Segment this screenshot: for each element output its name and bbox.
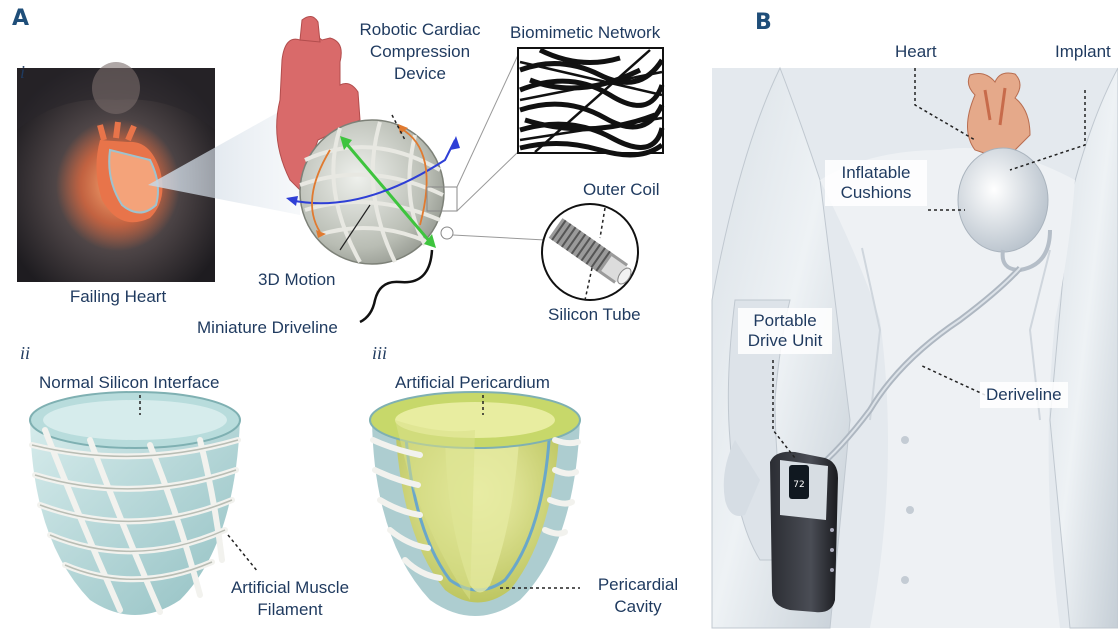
implant-label: Implant: [1055, 42, 1111, 62]
panel-a-letter: A: [12, 6, 29, 31]
3d-motion-label: 3D Motion: [258, 270, 335, 290]
inflatable-cushions-line1: Inflatable: [831, 163, 921, 183]
inflatable-cushions-line2: Cushions: [831, 183, 921, 203]
pericardial-cavity-label-line2: Cavity: [583, 597, 693, 617]
portable-drive-unit: 72: [770, 452, 838, 613]
device-label-line3: Device: [350, 64, 490, 84]
inflatable-cushions-label: Inflatable Cushions: [825, 160, 927, 206]
outer-coil-label: Outer Coil: [583, 180, 660, 200]
artificial-pericardium-label: Artificial Pericardium: [395, 373, 550, 393]
pericardium-cutaway: [370, 392, 580, 616]
device-label-line1: Robotic Cardiac: [350, 20, 490, 40]
miniature-driveline-label: Miniature Driveline: [197, 318, 338, 338]
biomimetic-network-label: Biomimetic Network: [510, 23, 660, 43]
portable-drive-line1: Portable: [744, 311, 826, 331]
panel-b-letter: B: [755, 10, 772, 35]
portable-drive-unit-label: Portable Drive Unit: [738, 308, 832, 354]
pericardial-cavity-label-line1: Pericardial: [583, 575, 693, 595]
deriveline-label: Deriveline: [980, 382, 1068, 408]
artificial-muscle-label-line1: Artificial Muscle: [210, 578, 370, 598]
failing-heart-label: Failing Heart: [56, 287, 180, 307]
normal-silicon-interface-label: Normal Silicon Interface: [39, 373, 219, 393]
portable-drive-line2: Drive Unit: [744, 331, 826, 351]
artificial-muscle-label-line2: Filament: [210, 600, 370, 620]
silicon-tube-label: Silicon Tube: [548, 305, 641, 325]
unit-display-text: 72: [793, 480, 804, 490]
subpanel-i-label: i: [20, 62, 25, 83]
coil-tube-inset: [453, 204, 638, 300]
subpanel-ii-label: ii: [20, 343, 30, 364]
subpanel-iii-label: iii: [372, 343, 387, 364]
heart-label: Heart: [895, 42, 937, 62]
device-label-line2: Compression: [350, 42, 490, 62]
